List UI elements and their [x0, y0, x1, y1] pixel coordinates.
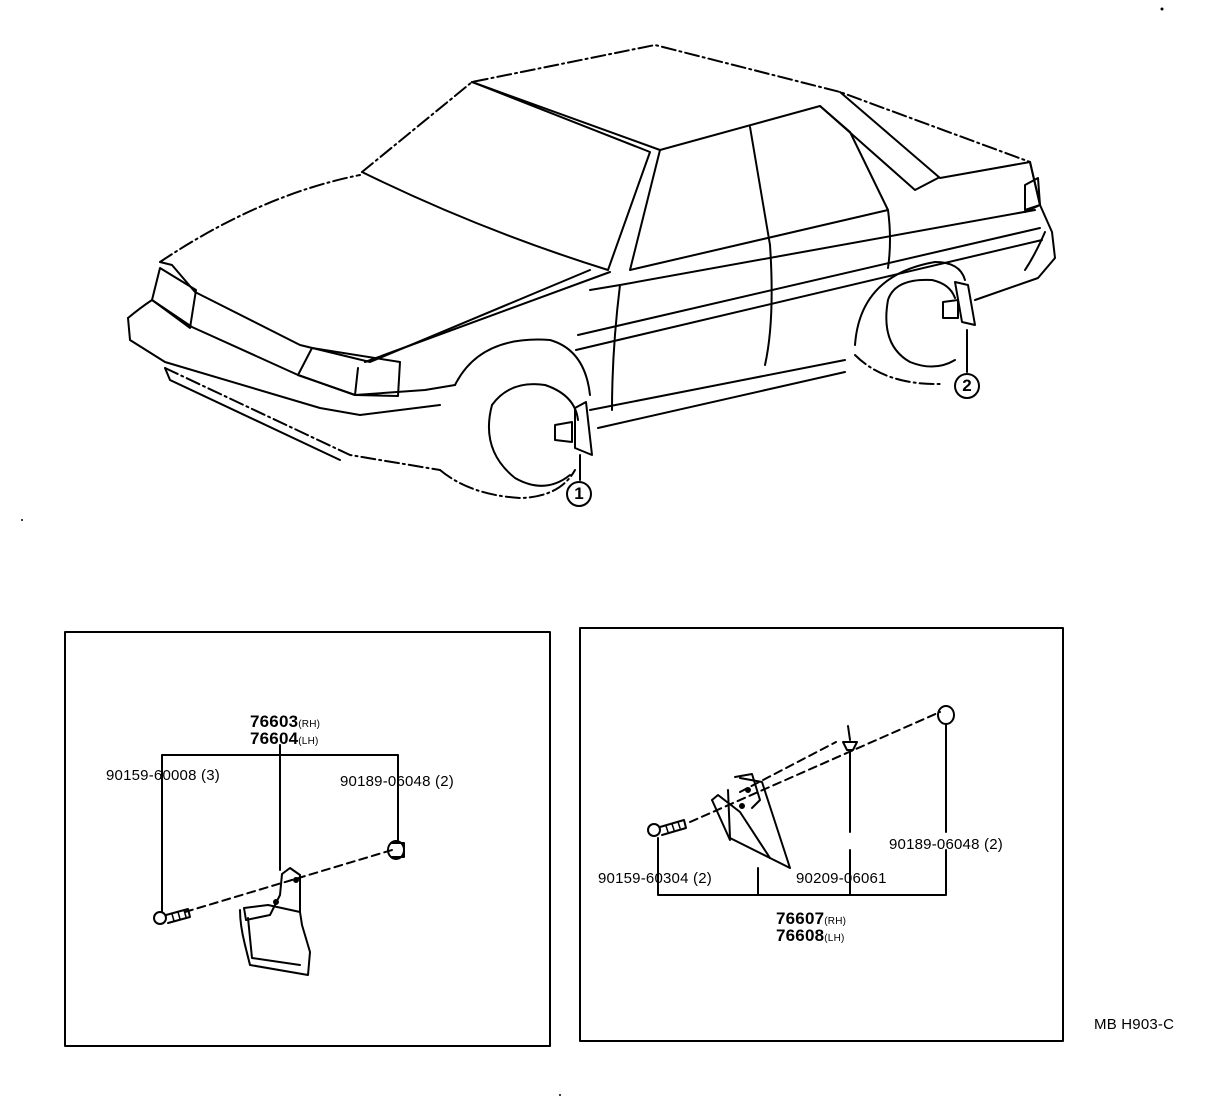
rear-nut-qty: (2) — [984, 836, 1003, 853]
front-mudguard-rh-label: 76603(RH) — [250, 712, 321, 733]
front-screw-part: 90159-60008 — [106, 767, 197, 784]
rear-mudguard-rh-side: (RH) — [824, 916, 847, 927]
car-illustration — [127, 44, 1056, 499]
front-nut-label: 90189-06048 (2) — [340, 774, 454, 790]
front-mudguard-lh-part: 76604 — [250, 729, 299, 748]
callout-front-number: 1 — [574, 484, 584, 503]
rear-mudguard-rh-part: 76607 — [776, 909, 825, 928]
rear-screw-label: 90159-60304 (2) — [598, 871, 712, 887]
rear-nut-label: 90189-06048 (2) — [889, 837, 1003, 853]
front-mudguard-lh-side: (LH) — [298, 736, 319, 747]
rear-screw-part: 90159-60304 — [598, 870, 689, 887]
rear-screw-qty: (2) — [693, 870, 712, 887]
front-mudguard-lh-label: 76604(LH) — [250, 729, 319, 750]
rear-mudguard-lh-label: 76608(LH) — [776, 926, 845, 947]
figure-code: MB H903-C — [1094, 1016, 1175, 1033]
callout-rear-mudguard: 2 — [954, 373, 980, 399]
rear-clip-part: 90209-06061 — [796, 870, 887, 887]
front-screw-label: 90159-60008 (3) — [106, 768, 220, 784]
panel-rear-art — [579, 627, 1064, 1042]
callout-front-mudguard: 1 — [566, 481, 592, 507]
rear-clip-label: 90209-06061 — [796, 871, 887, 887]
front-mudguard-rh-part: 76603 — [250, 712, 299, 731]
front-screw-qty: (3) — [201, 767, 220, 784]
front-nut-part: 90189-06048 — [340, 773, 431, 790]
rear-mudguard-lh-side: (LH) — [824, 933, 845, 944]
front-nut-qty: (2) — [435, 773, 454, 790]
rear-mudguard-lh-part: 76608 — [776, 926, 825, 945]
rear-nut-part: 90189-06048 — [889, 836, 980, 853]
callout-rear-number: 2 — [962, 376, 972, 395]
front-mudguard-rh-side: (RH) — [298, 719, 321, 730]
rear-mudguard-rh-label: 76607(RH) — [776, 909, 847, 930]
panel-front-art — [64, 631, 551, 1047]
